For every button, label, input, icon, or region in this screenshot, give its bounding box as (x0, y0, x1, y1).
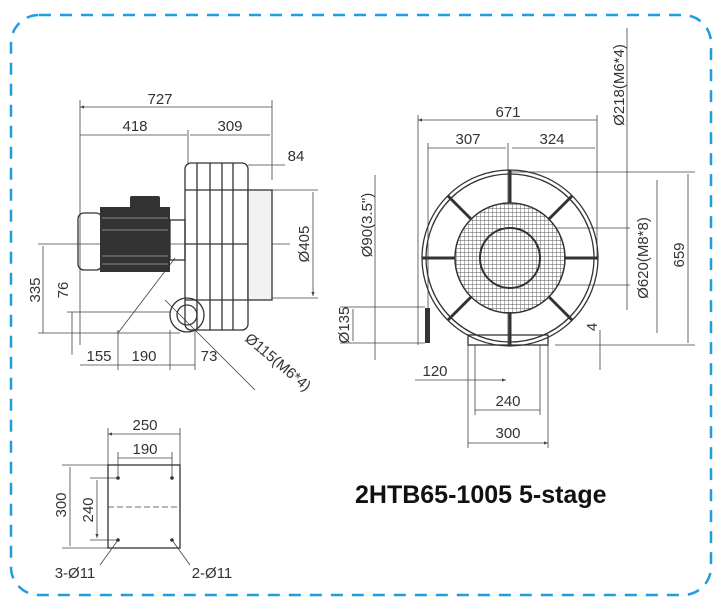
dim-76: 76 (55, 282, 72, 299)
dim-307: 307 (455, 131, 480, 148)
holes-left-label: 3-Ø11 (55, 565, 96, 582)
dim-120: 120 (422, 363, 447, 380)
base-plate-view: 250 190 300 240 3-Ø11 2-Ø11 (53, 417, 232, 582)
dashed-border (9, 13, 713, 597)
dim-671: 671 (495, 104, 520, 121)
dim-73: 73 (201, 348, 218, 365)
model-title: 2HTB65-1005 5-stage (355, 481, 607, 509)
dim-outlet-pipe: Ø90(3.5") (359, 193, 376, 258)
dim-300: 300 (495, 425, 520, 442)
dim-300-plate: 300 (53, 492, 70, 517)
dim-250: 250 (132, 417, 157, 434)
dim-outlet-flange-135: Ø135 (336, 307, 353, 344)
dim-240-plate: 240 (80, 497, 97, 522)
dim-240: 240 (495, 393, 520, 410)
motor (77, 196, 186, 272)
dim-309: 309 (217, 118, 242, 135)
dim-335: 335 (27, 277, 44, 302)
inlet-grille (454, 202, 566, 314)
dim-324: 324 (539, 131, 564, 148)
dim-155: 155 (86, 348, 111, 365)
dim-84: 84 (288, 148, 305, 165)
dim-inlet-diameter: Ø405 (296, 226, 313, 263)
dim-outlet-flange: Ø115(M6*4) (241, 330, 314, 395)
front-view: 671 307 324 Ø218(M6*4) Ø620(M8*8) 659 Ø9… (336, 28, 695, 448)
dim-727: 727 (147, 91, 172, 108)
dim-190-plate: 190 (132, 441, 157, 458)
dim-inlet-bolt-circle: Ø218(M6*4) (611, 44, 628, 126)
side-view: 727 418 309 84 Ø405 335 76 155 190 73 Ø1… (27, 91, 318, 395)
dim-190: 190 (131, 348, 156, 365)
fan-housing-side (184, 162, 273, 331)
dim-659: 659 (671, 242, 688, 267)
holes-right-label: 2-Ø11 (192, 565, 233, 582)
dim-418: 418 (122, 118, 147, 135)
dim-housing-diameter: Ø620(M8*8) (635, 217, 652, 299)
dim-base-gap: 4 (584, 323, 601, 331)
